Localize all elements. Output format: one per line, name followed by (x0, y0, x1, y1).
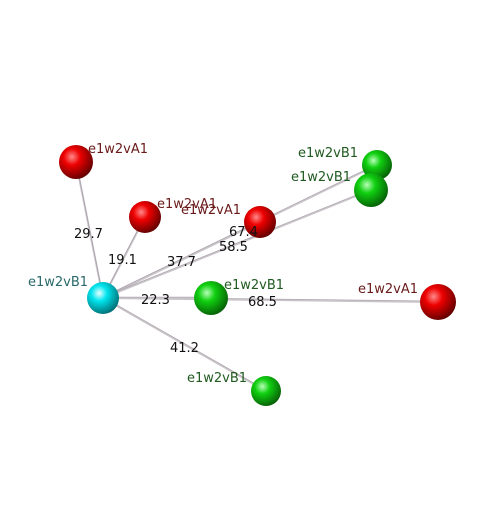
distance-label-a4: 68.5 (248, 295, 277, 310)
atom-label-a3: e1w2vA1 (181, 203, 241, 218)
atom-label-b3: e1w2vB1 (224, 278, 284, 293)
bond-layer (75, 160, 439, 392)
distance-label-a1: 29.7 (74, 227, 103, 242)
distance-label-b2: 37.7 (167, 255, 196, 270)
atom-sphere-b3[interactable] (194, 281, 228, 315)
atom-label-a2: e1w2vA1 (157, 197, 217, 212)
distance-label-b1: 58.5 (219, 240, 248, 255)
atom-sphere-a2[interactable] (129, 201, 161, 233)
bond-line-b4 (102, 297, 267, 392)
distance-label-a3: 67.4 (229, 225, 258, 240)
bond-shade-b1 (102, 163, 378, 298)
atom-layer (59, 145, 456, 406)
atom-sphere-a4[interactable] (420, 284, 456, 320)
distance-label-b3: 22.3 (141, 293, 170, 308)
atom-label-a1: e1w2vA1 (88, 142, 148, 157)
atom-label-b1: e1w2vB1 (298, 146, 358, 161)
atom-sphere-b1[interactable] (362, 150, 392, 180)
bond-line-b2 (102, 189, 372, 299)
atom-sphere-a1[interactable] (59, 145, 93, 179)
distance-label-a2: 19.1 (108, 253, 137, 268)
atom-label-b4: e1w2vB1 (187, 371, 247, 386)
distance-label-b4: 41.2 (170, 341, 199, 356)
bond-line-b1 (102, 164, 378, 299)
atom-sphere-a3[interactable] (244, 206, 276, 238)
atom-sphere-center[interactable] (87, 282, 119, 314)
atom-label-b2: e1w2vB1 (291, 170, 351, 185)
atom-sphere-b2[interactable] (354, 173, 388, 207)
label-layer: 29.719.167.468.558.537.722.341.2e1w2vA1e… (28, 142, 418, 386)
bond-shade-b2 (102, 188, 372, 298)
bond-shade-b4 (102, 296, 267, 391)
bond-shade-a1 (75, 160, 104, 298)
atom-label-a4: e1w2vA1 (358, 282, 418, 297)
atom-label-center: e1w2vB1 (28, 275, 88, 290)
atom-sphere-b4[interactable] (251, 376, 281, 406)
